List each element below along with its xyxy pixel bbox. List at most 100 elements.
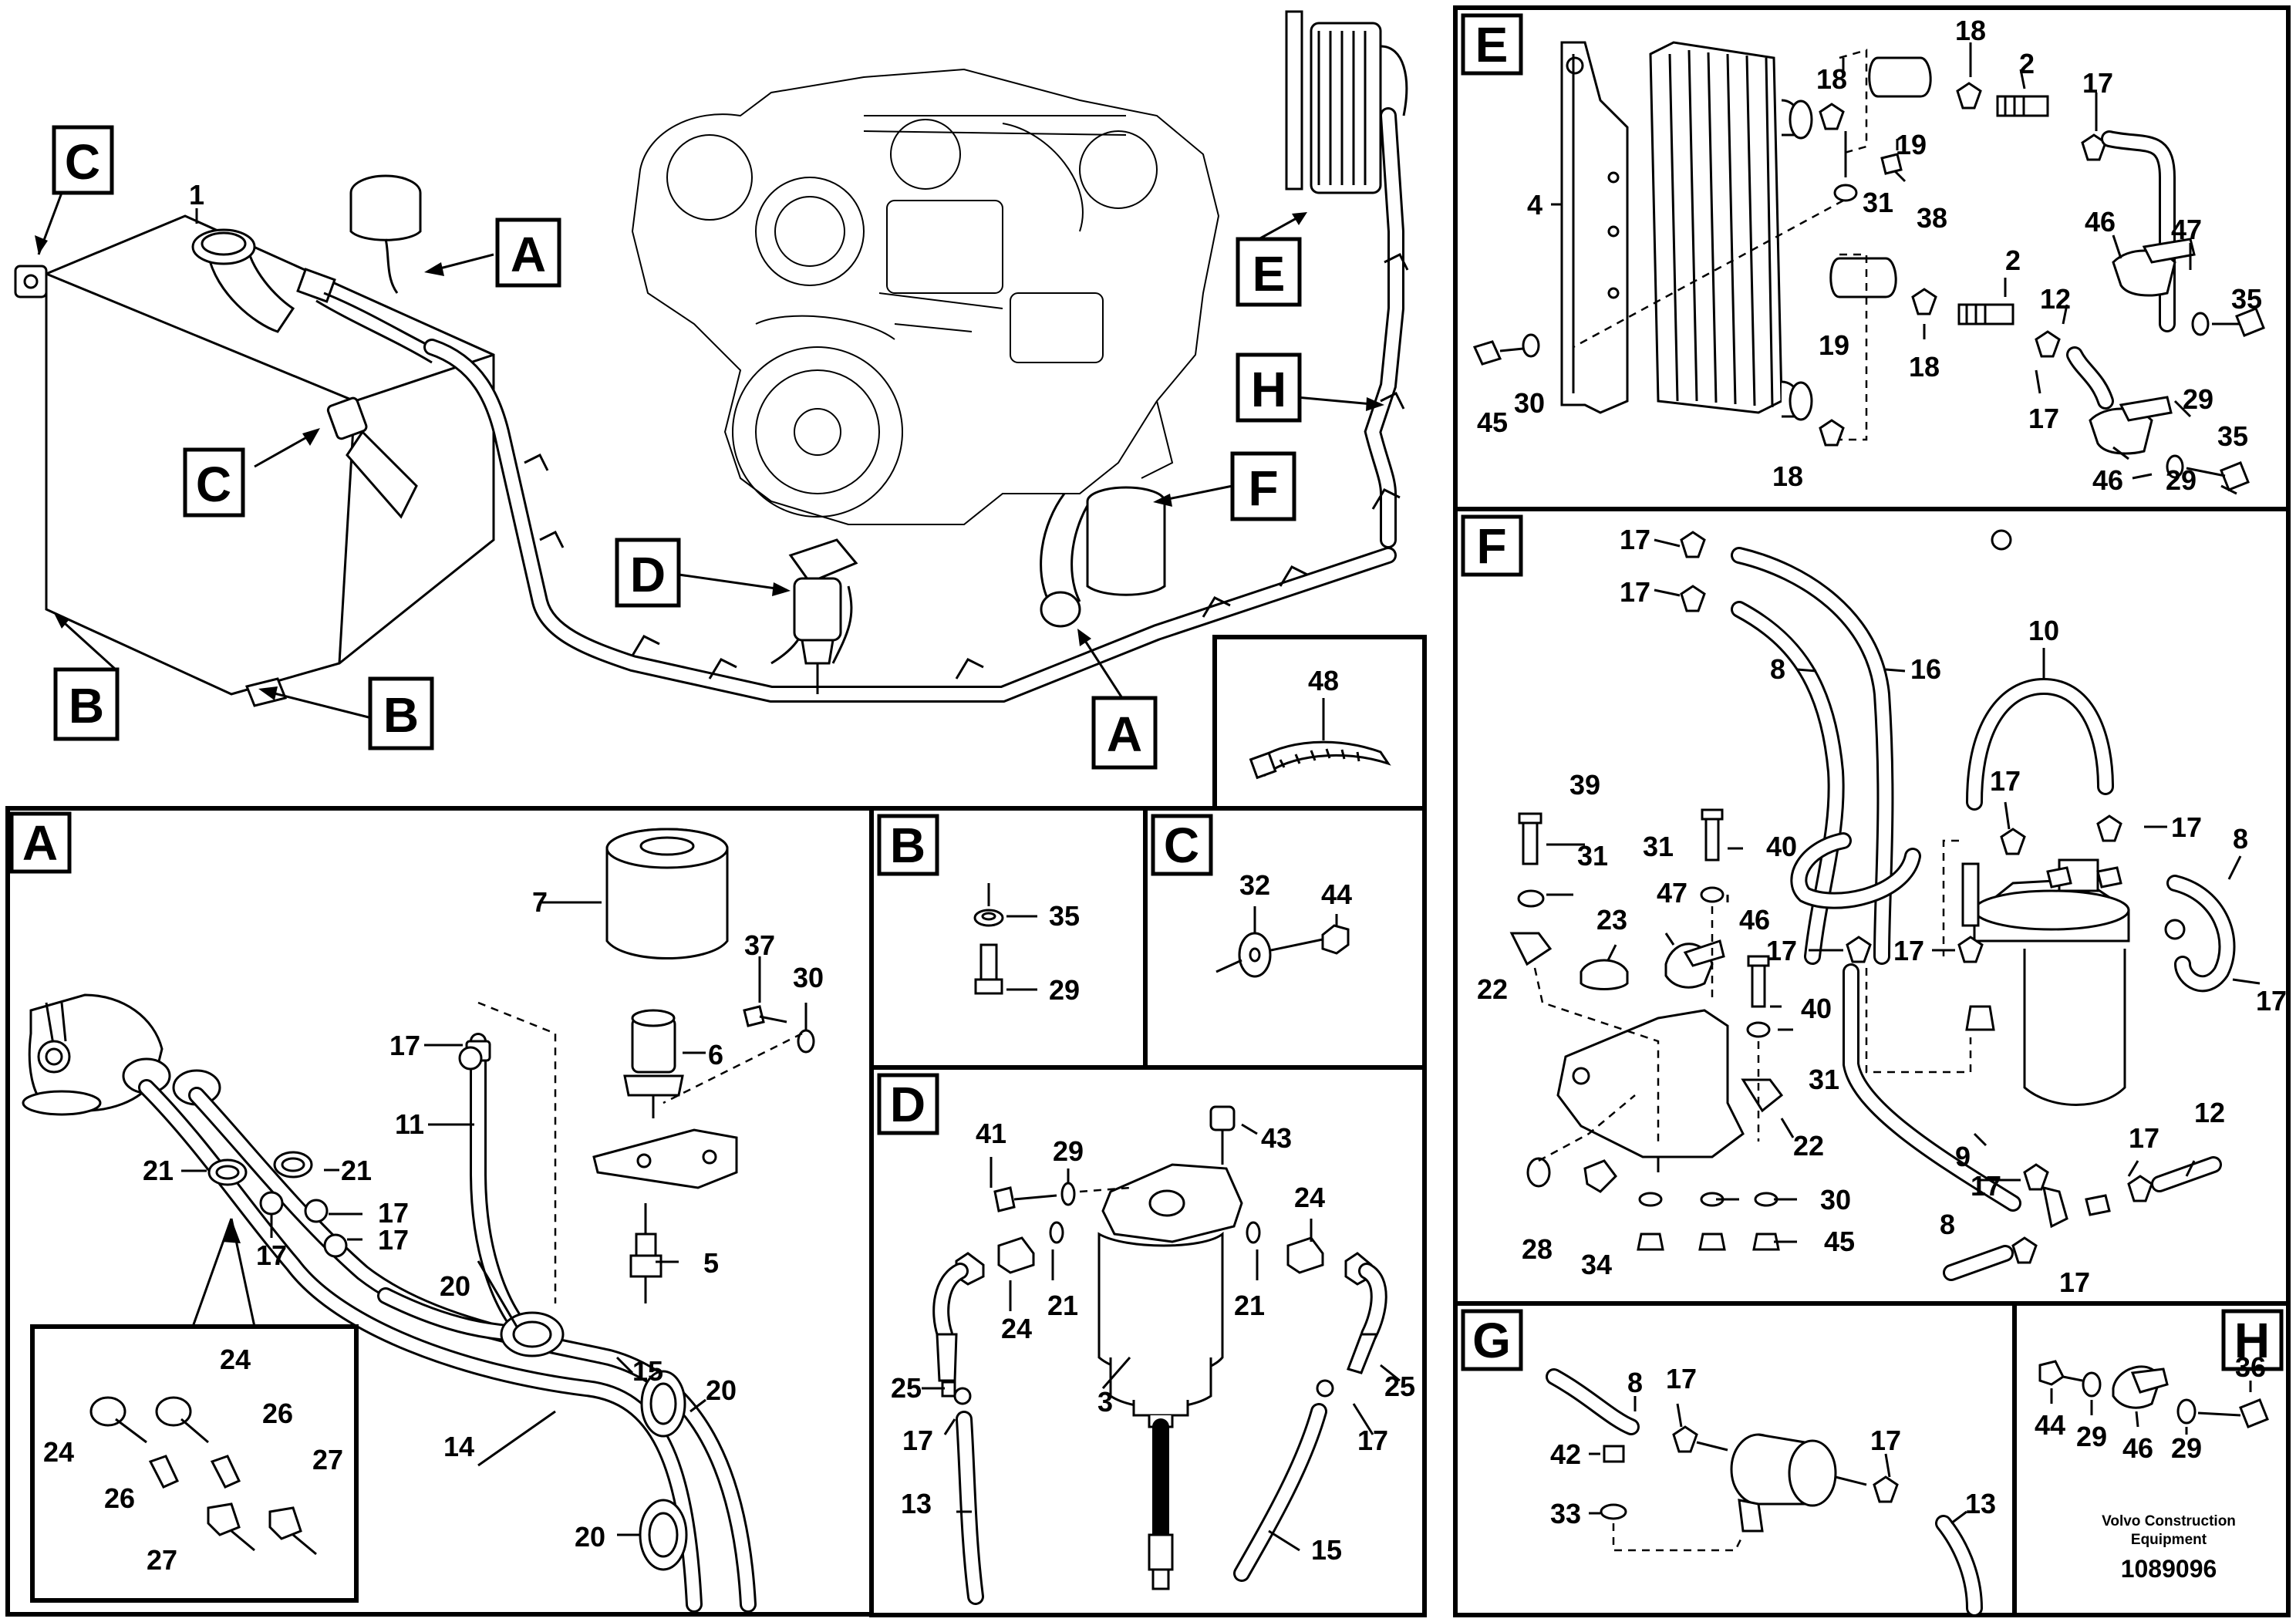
section-letter-a: A (511, 227, 546, 282)
part-label-22: 22 (1793, 1130, 1824, 1162)
part-label-24: 24 (220, 1344, 251, 1375)
part-label-17: 17 (2256, 985, 2287, 1017)
part-label-35: 35 (1049, 900, 1080, 932)
part-label-9: 9 (1955, 1141, 1971, 1172)
part-label-30: 30 (1514, 387, 1545, 419)
section-letter-b: B (69, 678, 104, 733)
part-label-19: 19 (1819, 329, 1849, 361)
part-label-20: 20 (440, 1270, 470, 1302)
part-label-17: 17 (1971, 1170, 2001, 1202)
part-label-20: 20 (706, 1374, 737, 1406)
overview-leaders (35, 192, 1384, 719)
section-letter-h: H (2234, 1313, 2270, 1368)
engine (631, 68, 1220, 525)
section-letter-b: B (890, 818, 925, 873)
part-label-10: 10 (2028, 615, 2059, 646)
overview-callout-d: D (615, 538, 681, 608)
part-label-41: 41 (976, 1118, 1006, 1149)
part-label-35: 35 (2217, 420, 2248, 452)
section-letter-d: D (630, 547, 666, 602)
part-label-4: 4 (1527, 189, 1542, 221)
fuel-line-overview (423, 107, 1409, 703)
part-label-15: 15 (1311, 1534, 1342, 1566)
part-label-29: 29 (2166, 464, 2197, 496)
part-label-17: 17 (2028, 403, 2059, 434)
part-label-36: 36 (2235, 1351, 2266, 1383)
part-label-45: 45 (1824, 1226, 1855, 1257)
overview-filter-f (1040, 486, 1166, 628)
part-label-5: 5 (703, 1247, 719, 1279)
panel-c: C 32 44 (1143, 806, 1427, 1070)
part-label-22: 22 (1477, 973, 1508, 1005)
part-label-46: 46 (1739, 904, 1770, 936)
part-label-47: 47 (2171, 214, 2202, 245)
part-label-24: 24 (1001, 1313, 1032, 1344)
section-letter-e: E (1475, 17, 1509, 73)
part-label-12: 12 (2040, 283, 2071, 315)
part-label-11: 11 (395, 1108, 424, 1140)
overview-callout-h: H (1236, 352, 1302, 423)
panel-d: D (869, 1065, 1427, 1617)
drawing-number: 1089096 (2121, 1555, 2217, 1583)
part-label-46: 46 (2122, 1432, 2153, 1464)
part-label-34: 34 (1581, 1249, 1612, 1280)
section-letter-c: C (196, 457, 231, 512)
part-label-29: 29 (2076, 1421, 2107, 1452)
part-label-17: 17 (1357, 1425, 1388, 1456)
part-label-31: 31 (1809, 1064, 1839, 1095)
part-label-31: 31 (1577, 840, 1608, 872)
section-letter-c: C (1164, 818, 1199, 873)
part-label-6: 6 (708, 1039, 723, 1071)
part-label-24: 24 (43, 1436, 74, 1468)
overview-filter-d (788, 538, 858, 694)
part-label-27: 27 (147, 1544, 177, 1576)
part-label-27: 27 (312, 1444, 343, 1475)
section-letter-c: C (65, 134, 100, 190)
part-label-42: 42 (1550, 1438, 1581, 1470)
part-label-17: 17 (1620, 524, 1650, 555)
section-letter-e: E (1253, 246, 1286, 302)
part-label-13: 13 (1965, 1488, 1996, 1519)
part-label-40: 40 (1801, 993, 1832, 1024)
part-label-8: 8 (1627, 1367, 1643, 1398)
part-label-25: 25 (891, 1372, 922, 1404)
part-label-17: 17 (902, 1425, 933, 1456)
part-label-32: 32 (1239, 869, 1270, 901)
overview-callout-a-bottom: A (1091, 696, 1158, 770)
part-label-48: 48 (1308, 665, 1339, 696)
part-label-21: 21 (1234, 1290, 1265, 1321)
part-label-38: 38 (1917, 202, 1947, 234)
part-label-45: 45 (1477, 406, 1508, 438)
part-label-44: 44 (2035, 1409, 2065, 1441)
part-label-17: 17 (389, 1030, 420, 1061)
panel-f: F (1453, 507, 2291, 1306)
part-label-24: 24 (1294, 1182, 1325, 1213)
part-label-33: 33 (1550, 1498, 1581, 1529)
part-label-17: 17 (1990, 765, 2021, 797)
part-label-17: 17 (2129, 1122, 2159, 1154)
part-label-31: 31 (1643, 831, 1674, 862)
panel-48: 48 (1212, 635, 1427, 811)
part-label-8: 8 (2233, 823, 2248, 855)
panel-b: B 35 29 (869, 806, 1148, 1070)
panel-a: A (5, 806, 874, 1617)
part-label-21: 21 (1047, 1290, 1078, 1321)
part-label-40: 40 (1766, 831, 1797, 862)
part-label-46: 46 (2092, 464, 2123, 496)
part-label-46: 46 (2085, 206, 2116, 238)
part-label-17: 17 (256, 1239, 287, 1271)
part-label-2: 2 (2005, 244, 2021, 276)
brand-line-2: Equipment (2131, 1532, 2207, 1548)
overview-callout-a-top: A (495, 218, 561, 288)
section-letter-b: B (383, 687, 419, 743)
section-letter-f: F (1248, 460, 1278, 516)
part-label-17: 17 (378, 1197, 409, 1229)
fuel-tank (14, 174, 495, 707)
panel-g: G 8 17 42 33 17 13 (1453, 1301, 2017, 1617)
part-label-7: 7 (532, 886, 548, 918)
part-label-17: 17 (378, 1224, 409, 1256)
part-label-21: 21 (143, 1155, 174, 1186)
part-label-25: 25 (1384, 1371, 1415, 1402)
part-label-2: 2 (2019, 48, 2035, 79)
